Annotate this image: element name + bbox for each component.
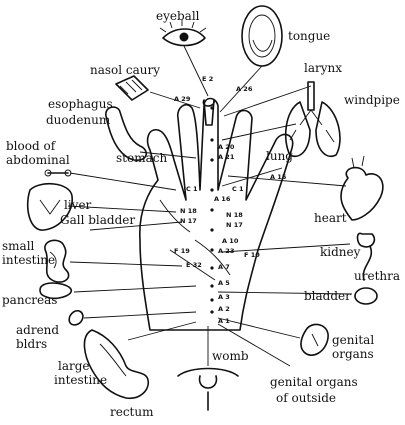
heart-organ [340, 155, 384, 221]
point-n18-left: N 18 [180, 207, 197, 215]
point-f19: F 19 [174, 247, 190, 255]
womb-organ [177, 367, 239, 411]
label-blood-of: blood of [6, 139, 56, 153]
label-genital-1: genital [332, 333, 375, 347]
point-n18-right: N 18 [226, 211, 243, 219]
tongue-organ [241, 5, 283, 67]
point-a10: A 10 [222, 237, 239, 245]
large-intestine-organ [83, 329, 150, 400]
point-a29: A 29 [174, 95, 191, 103]
point-n17-left: N 17 [180, 217, 197, 225]
label-liver: liver [64, 198, 92, 212]
label-genital-outside-1: genital organs [270, 375, 358, 389]
hand-outline [139, 97, 294, 331]
point-a20: A 20 [218, 143, 235, 151]
label-large-intestine: intestine [54, 373, 108, 387]
point-a16: A 16 [214, 195, 231, 203]
label-urethra: urethra [354, 269, 401, 283]
genital-organs-organ [300, 323, 329, 356]
liver-organ [26, 183, 73, 231]
point-a15: A 15 [270, 173, 287, 181]
label-small: small [2, 239, 35, 253]
label-heart: heart [314, 211, 347, 225]
small-intestine-organ [44, 239, 70, 283]
label-small-intestine: intestine [2, 253, 56, 267]
label-adrend: adrend [16, 323, 60, 337]
acupoint-dots [210, 106, 214, 314]
nasal-cavity-organ [115, 75, 149, 101]
point-e32: E 32 [186, 261, 202, 269]
label-tongue: tongue [288, 29, 331, 43]
esophagus-organ [202, 99, 215, 126]
point-a7: A 7 [218, 263, 230, 271]
label-larynx: larynx [304, 61, 343, 75]
pancreas-organ [39, 282, 73, 300]
label-windpipe: windpipe [344, 93, 400, 107]
label-duodenum: duodenum [46, 113, 111, 127]
label-gall-bladder: Gall bladder [60, 213, 136, 227]
eye-organ [159, 20, 207, 47]
lungs-organ [284, 81, 341, 157]
kidney-organ [356, 232, 376, 281]
point-a5: A 5 [218, 279, 230, 287]
label-womb: womb [212, 349, 249, 363]
point-a23: A 23 [218, 247, 235, 255]
label-genital-2: organs [332, 347, 374, 361]
adrenal-organ [68, 309, 84, 326]
label-nasal-cavity: nasol caury [90, 63, 161, 77]
label-eyeball: eyeball [156, 9, 200, 23]
label-abdominal: abdominal [6, 153, 70, 167]
point-a3: A 3 [218, 293, 230, 301]
label-bldrs: bldrs [16, 337, 48, 351]
label-stomach: stomach [116, 151, 168, 165]
leader-lines [67, 45, 353, 367]
label-pancreas: pancreas [2, 293, 58, 307]
abdominal-vessel [44, 169, 72, 177]
label-lung: lung [266, 149, 293, 163]
point-a26: A 26 [236, 85, 253, 93]
point-f10: F 10 [244, 251, 260, 259]
bladder-organ [354, 287, 378, 305]
label-rectum: rectum [110, 405, 154, 419]
label-esophagus: esophagus [48, 97, 113, 111]
point-e2: E 2 [202, 75, 214, 83]
point-a1: A 1 [218, 317, 230, 325]
point-c1-left: C 1 [186, 185, 198, 193]
label-genital-outside-2: of outside [276, 391, 337, 405]
label-kidney: kidney [320, 245, 361, 259]
label-bladder: bladder [304, 289, 351, 303]
stomach-organ [105, 106, 147, 161]
label-large: large [58, 359, 90, 373]
point-a2: A 2 [218, 305, 230, 313]
point-c1-right: C 1 [232, 185, 244, 193]
point-n17-right: N 17 [226, 221, 243, 229]
point-a21: A 21 [218, 153, 235, 161]
